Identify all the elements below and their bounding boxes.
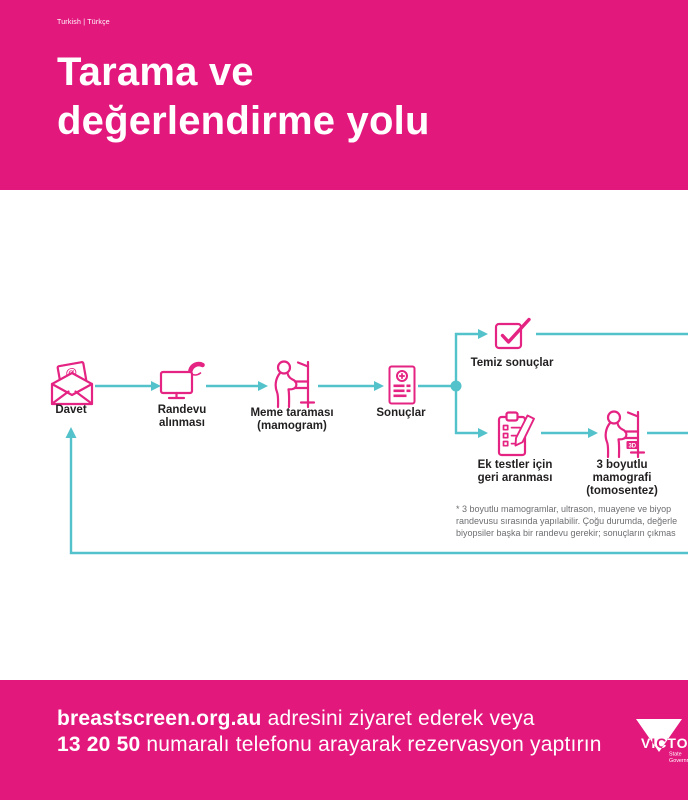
step-label-ek-testler: Ek testler için geri aranması	[477, 459, 553, 484]
logo-sub-line2: Government	[669, 758, 688, 764]
logo-wordmark: VICTORIA	[641, 735, 688, 751]
logo-sub-line1: State	[669, 752, 682, 758]
checkbox-tick-icon	[494, 316, 532, 355]
flow-connectors	[65, 329, 688, 555]
step-label-davet: Davet	[55, 404, 87, 416]
connector-return-loop	[69, 438, 688, 555]
footer-line2: 13 20 50 numaralı telefonu arayarak reze…	[57, 733, 602, 756]
clipboard-pencil-icon	[496, 410, 536, 463]
arrowhead-ek	[478, 428, 488, 438]
footer-line1: breastscreen.org.au adresini ziyaret ede…	[57, 707, 535, 730]
step-label-meme-taramasi: Meme taraması (mamogram)	[250, 407, 334, 432]
envelope-at-icon: @	[48, 360, 96, 413]
phone-number: 13 20 50	[57, 733, 141, 756]
page-title-line2: değerlendirme yolu	[57, 99, 430, 143]
logo-triangle	[636, 719, 682, 752]
footnote-line1: * 3 boyutlu mamogramlar, ultrason, muaye…	[456, 504, 672, 514]
mammogram-machine-icon	[270, 357, 316, 414]
step-label-randevu: Randevu alınması	[157, 404, 207, 429]
footnote-line3: biyopsiler başka bir randevu gerekir; so…	[456, 528, 676, 538]
arrowhead-meme	[258, 381, 268, 391]
footnote-line2: randevusu sırasında yapılabilir. Çoğu du…	[456, 516, 678, 526]
page-title-line1: Tarama ve	[57, 50, 254, 94]
arrowhead-temiz	[478, 329, 488, 339]
pencil-glyph	[514, 414, 535, 447]
footnote: * 3 boyutlu mamogramlar, ultrason, muaye…	[456, 503, 688, 539]
step-label-temiz-sonuclar: Temiz sonuçlar	[470, 357, 554, 369]
footer-band	[0, 680, 688, 800]
footer-cta: breastscreen.org.au adresini ziyaret ede…	[57, 706, 602, 758]
website-url: breastscreen.org.au	[57, 707, 262, 730]
victoria-state-government-logo: VICTORIA VICTORIA State Government	[636, 719, 688, 764]
step-label-sonuclar: Sonuçlar	[376, 407, 426, 419]
language-label: Turkish | Türkçe	[57, 19, 110, 26]
phone-handset-glyph	[188, 361, 205, 373]
step-label-3-boyutlu: 3 boyutlu mamografi (tomosentez)	[586, 459, 658, 497]
medical-report-icon	[388, 365, 416, 410]
header-band: Turkish | Türkçe Tarama ve değerlendirme…	[0, 0, 688, 190]
arrowhead-randevu	[151, 381, 161, 391]
3d-tag: 3D	[628, 443, 636, 449]
connector-branch-up	[454, 332, 478, 386]
page-title: Tarama ve değerlendirme yolu	[57, 48, 430, 146]
arrowhead-tomo	[588, 428, 598, 438]
branch-node-dot	[450, 380, 462, 392]
phone-monitor-icon	[158, 358, 206, 411]
mammogram-3d-icon: 3D	[600, 407, 646, 464]
arrowhead-sonuclar	[374, 381, 384, 391]
connector-branch-down	[454, 386, 478, 435]
arrowhead-return-davet	[65, 427, 77, 438]
